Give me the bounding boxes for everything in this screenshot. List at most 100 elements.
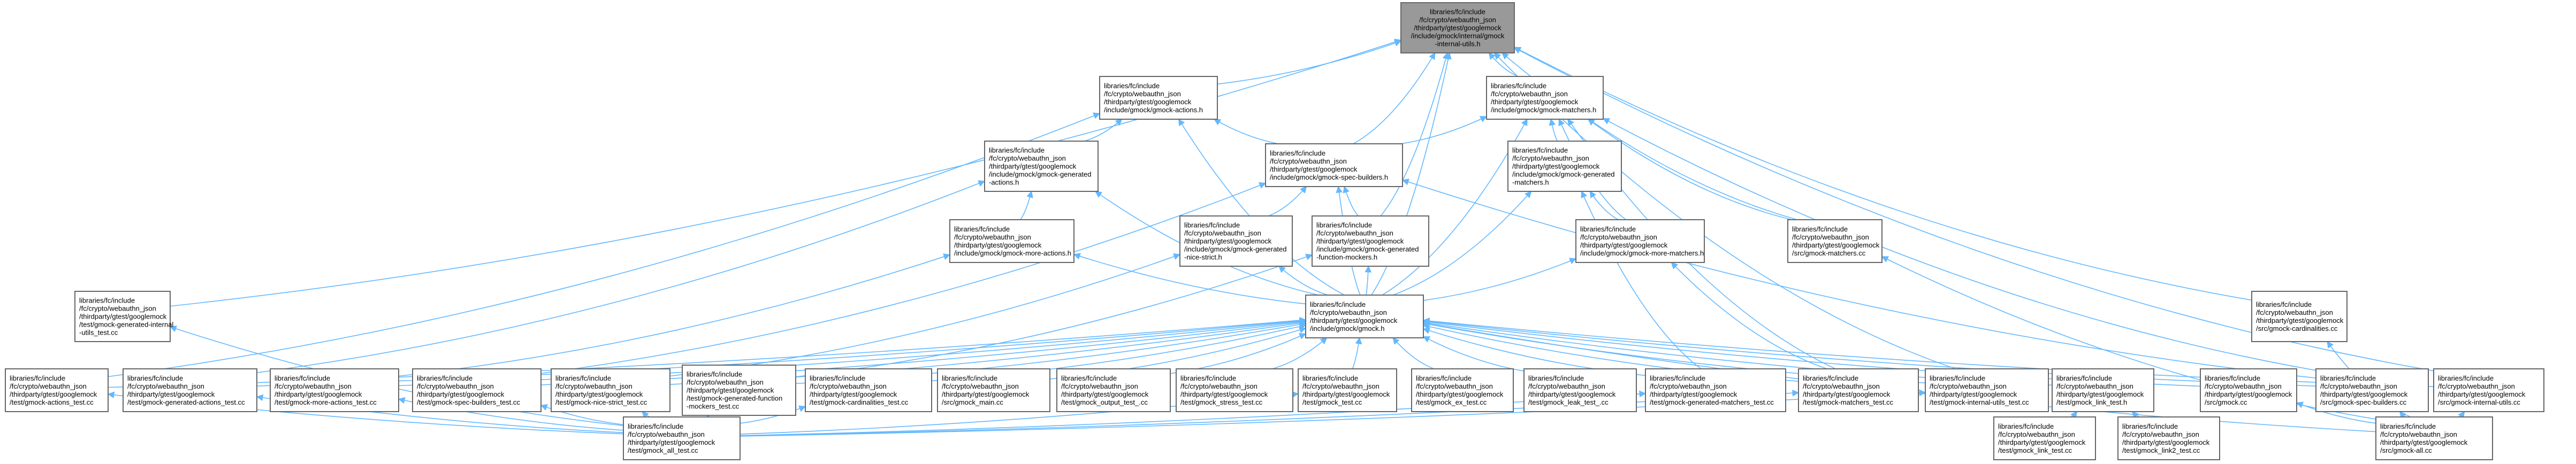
node-label-line: /thirdparty/gtest/googlemock xyxy=(555,390,643,398)
node-t-all[interactable]: libraries/fc/include/fc/crypto/webauthn_… xyxy=(623,416,741,460)
node-gmock-cc[interactable]: libraries/fc/include/fc/crypto/webauthn_… xyxy=(2200,368,2297,412)
node-box xyxy=(551,368,670,412)
node-root[interactable]: libraries/fc/include/fc/crypto/webauthn_… xyxy=(1400,2,1515,53)
node-label-line: libraries/fc/include xyxy=(1104,82,1160,90)
node-label-line: /thirdparty/gtest/googlemock xyxy=(417,390,505,398)
node-label-line: /src/gmock.cc xyxy=(2205,398,2247,406)
node-label-line: /thirdparty/gtest/googlemock xyxy=(942,390,1030,398)
node-matchers-h[interactable]: libraries/fc/include/fc/crypto/webauthn_… xyxy=(1486,76,1604,120)
node-box xyxy=(1993,416,2096,460)
node-gen-internal-utils-test[interactable]: libraries/fc/include/fc/crypto/webauthn_… xyxy=(74,291,173,342)
node-box xyxy=(1099,76,1218,120)
node-label-line: libraries/fc/include xyxy=(275,374,330,382)
node-t-internal-utils[interactable]: libraries/fc/include/fc/crypto/webauthn_… xyxy=(1925,368,2049,412)
node-cardinalities-cc[interactable]: libraries/fc/include/fc/crypto/webauthn_… xyxy=(2251,291,2348,342)
node-label-line: libraries/fc/include xyxy=(954,225,1010,233)
node-label-line: libraries/fc/include xyxy=(1998,422,2054,430)
node-label-line: libraries/fc/include xyxy=(417,374,472,382)
node-label-line: /thirdparty/gtest/googlemock xyxy=(1528,390,1616,398)
node-label-line: -function-mockers.h xyxy=(1316,253,1377,261)
node-t-stress[interactable]: libraries/fc/include/fc/crypto/webauthn_… xyxy=(1176,368,1293,412)
node-label-line: -actions.h xyxy=(989,179,1019,187)
node-label-line: /fc/crypto/webauthn_json xyxy=(810,382,887,390)
node-label-line: /thirdparty/gtest/googlemock xyxy=(1414,24,1502,32)
edge-gmock_h-to-more_actions_h xyxy=(1073,253,1306,305)
node-label-line: /fc/crypto/webauthn_json xyxy=(1302,382,1380,390)
node-box xyxy=(2117,416,2220,460)
edge-gmock_h-to-root xyxy=(1371,52,1452,296)
node-label-line: -mockers_test.cc xyxy=(687,403,740,411)
node-label-line: /include/gmock/gmock-spec-builders.h xyxy=(1270,173,1388,181)
node-t-more-actions[interactable]: libraries/fc/include/fc/crypto/webauthn_… xyxy=(270,368,399,412)
node-label-line: /test/gmock-matchers_test.cc xyxy=(1803,398,1894,406)
node-label-line: /thirdparty/gtest/googlemock xyxy=(1580,241,1668,249)
node-label-line: /src/gmock-internal-utils.cc xyxy=(2438,398,2520,406)
node-label-line: /test/gmock_all_test.cc xyxy=(628,446,698,454)
node-label-line: libraries/fc/include xyxy=(1580,225,1636,233)
node-label-line: /thirdparty/gtest/googlemock xyxy=(1650,390,1737,398)
node-t-gen-function-mockers[interactable]: libraries/fc/include/fc/crypto/webauthn_… xyxy=(682,365,796,416)
node-gmock-matchers-cc[interactable]: libraries/fc/include/fc/crypto/webauthn_… xyxy=(1787,219,1883,263)
node-internal-utils-cc[interactable]: libraries/fc/include/fc/crypto/webauthn_… xyxy=(2433,368,2544,412)
node-t-leak[interactable]: libraries/fc/include/fc/crypto/webauthn_… xyxy=(1523,368,1637,412)
node-box xyxy=(1787,219,1883,263)
node-label-line: libraries/fc/include xyxy=(942,374,997,382)
node-label-line: /thirdparty/gtest/googlemock xyxy=(1930,390,2017,398)
node-box xyxy=(1179,215,1293,267)
node-t-link2[interactable]: libraries/fc/include/fc/crypto/webauthn_… xyxy=(2117,416,2220,460)
node-t-matchers[interactable]: libraries/fc/include/fc/crypto/webauthn_… xyxy=(1798,368,1919,412)
node-label-line: libraries/fc/include xyxy=(628,422,683,430)
node-t-gen-actions[interactable]: libraries/fc/include/fc/crypto/webauthn_… xyxy=(123,368,257,412)
node-label-line: /fc/crypto/webauthn_json xyxy=(275,382,352,390)
node-label-line: /fc/crypto/webauthn_json xyxy=(1792,233,1869,241)
node-t-nice-strict[interactable]: libraries/fc/include/fc/crypto/webauthn_… xyxy=(551,368,670,412)
node-label-line: /fc/crypto/webauthn_json xyxy=(1184,229,1261,237)
node-spec-builders-cc[interactable]: libraries/fc/include/fc/crypto/webauthn_… xyxy=(2315,368,2429,412)
node-t-gen-matchers[interactable]: libraries/fc/include/fc/crypto/webauthn_… xyxy=(1645,368,1786,412)
node-label-line: /fc/crypto/webauthn_json xyxy=(1803,382,1880,390)
node-label-line: -internal-utils.h xyxy=(1435,40,1480,48)
node-label-line: libraries/fc/include xyxy=(2205,374,2260,382)
node-label-line: /test/gmock_link_test.cc xyxy=(1998,446,2072,454)
node-more-matchers-h[interactable]: libraries/fc/include/fc/crypto/webauthn_… xyxy=(1575,219,1705,263)
node-label-line: /include/gmock/gmock-generated xyxy=(989,171,1092,179)
node-gen-nice-strict-h[interactable]: libraries/fc/include/fc/crypto/webauthn_… xyxy=(1179,215,1293,267)
node-label-line: libraries/fc/include xyxy=(1792,225,1848,233)
node-label-line: /src/gmock-all.cc xyxy=(2380,446,2432,454)
node-t-actions[interactable]: libraries/fc/include/fc/crypto/webauthn_… xyxy=(5,368,109,412)
node-label-line: /thirdparty/gtest/googlemock xyxy=(2205,390,2292,398)
node-t-link[interactable]: libraries/fc/include/fc/crypto/webauthn_… xyxy=(2052,368,2154,412)
node-t-spec-builders[interactable]: libraries/fc/include/fc/crypto/webauthn_… xyxy=(412,368,542,412)
node-t-cardinalities[interactable]: libraries/fc/include/fc/crypto/webauthn_… xyxy=(805,368,932,412)
node-label-line: /test/gmock_ex_test.cc xyxy=(1416,398,1487,406)
node-label-line: libraries/fc/include xyxy=(1528,374,1584,382)
node-label-line: /test/gmock-more-actions_test.cc xyxy=(275,398,377,406)
node-box xyxy=(2315,368,2429,412)
edge-more_actions_h-to-gen_actions_h xyxy=(1020,190,1033,220)
node-label-line: /thirdparty/gtest/googlemock xyxy=(2320,390,2408,398)
node-spec-builders-h[interactable]: libraries/fc/include/fc/crypto/webauthn_… xyxy=(1265,143,1403,187)
edge-t_link_cc-to-t_link xyxy=(2070,411,2078,419)
node-gen-function-mockers-h[interactable]: libraries/fc/include/fc/crypto/webauthn_… xyxy=(1312,215,1429,267)
node-gmock-all-cc[interactable]: libraries/fc/include/fc/crypto/webauthn_… xyxy=(2375,416,2493,460)
edge-t_stress-to-gmock_h xyxy=(1272,337,1328,369)
edge-t_all-to-t_matchers xyxy=(740,389,1800,437)
node-label-line: /include/gmock/gmock.h xyxy=(1310,324,1384,332)
node-label-line: /src/gmock_main.cc xyxy=(942,398,1003,406)
edge-matchers_h-to-root xyxy=(1488,52,1519,77)
node-actions-h[interactable]: libraries/fc/include/fc/crypto/webauthn_… xyxy=(1099,76,1218,120)
node-label-line: /thirdparty/gtest/googlemock xyxy=(1416,390,1504,398)
node-gmock-main-cc[interactable]: libraries/fc/include/fc/crypto/webauthn_… xyxy=(937,368,1050,412)
node-label-line: /fc/crypto/webauthn_json xyxy=(79,305,156,313)
node-t-gmock[interactable]: libraries/fc/include/fc/crypto/webauthn_… xyxy=(1298,368,1397,412)
edge-actions_h-to-root xyxy=(1217,40,1402,85)
node-gen-actions-h[interactable]: libraries/fc/include/fc/crypto/webauthn_… xyxy=(984,141,1099,192)
node-label-line: libraries/fc/include xyxy=(555,374,611,382)
node-t-ex[interactable]: libraries/fc/include/fc/crypto/webauthn_… xyxy=(1411,368,1514,412)
node-gmock-h[interactable]: libraries/fc/include/fc/crypto/webauthn_… xyxy=(1305,295,1424,338)
node-t-output[interactable]: libraries/fc/include/fc/crypto/webauthn_… xyxy=(1056,368,1171,412)
node-more-actions-h[interactable]: libraries/fc/include/fc/crypto/webauthn_… xyxy=(949,219,1074,263)
node-label-line: /thirdparty/gtest/googlemock xyxy=(687,386,774,395)
node-t-link-cc[interactable]: libraries/fc/include/fc/crypto/webauthn_… xyxy=(1993,416,2096,460)
node-gen-matchers-h[interactable]: libraries/fc/include/fc/crypto/webauthn_… xyxy=(1507,141,1622,192)
